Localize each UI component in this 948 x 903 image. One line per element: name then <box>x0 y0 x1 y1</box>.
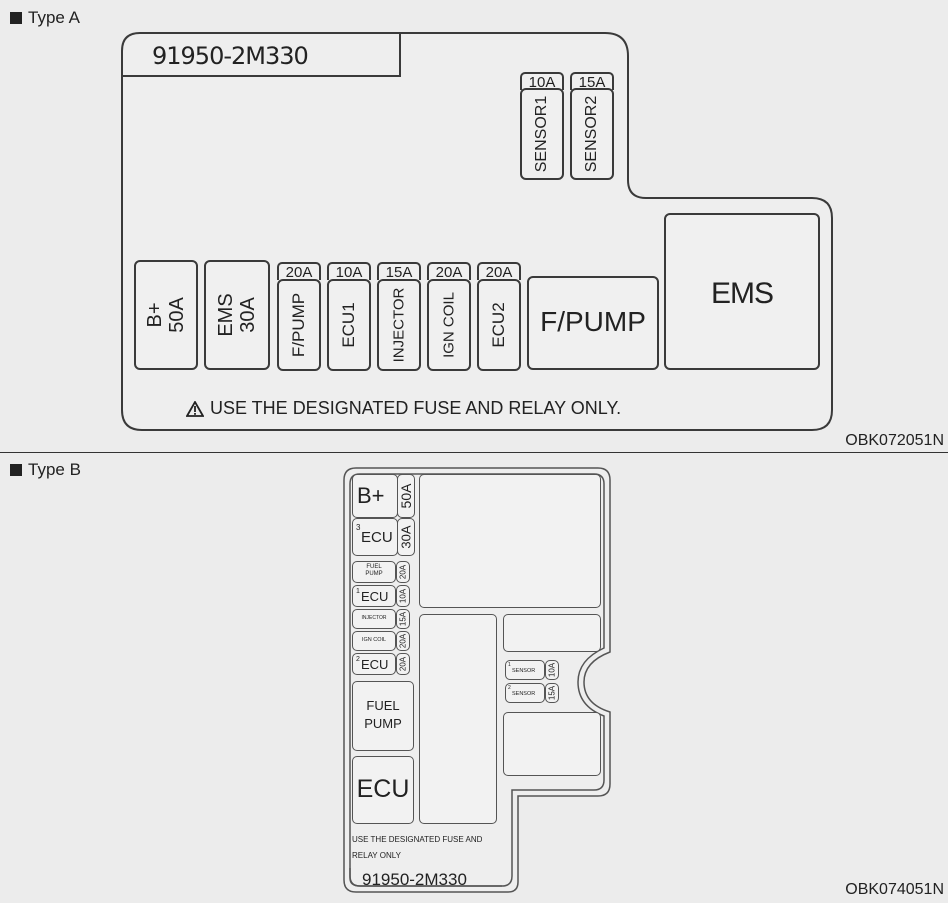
fpump-relay[interactable]: F/PUMP <box>527 276 659 370</box>
sensor1-name: SENSOR1 <box>533 95 550 173</box>
ecu2-fuse[interactable]: ECU2 <box>477 279 521 371</box>
type-b-figure-code: OBK074051N <box>845 881 944 898</box>
type-b-sensor2-sup: 2 <box>508 685 511 691</box>
type-b-ecu2-fuse[interactable]: 2 ECU <box>352 653 396 675</box>
type-b-ecu-relay[interactable]: ECU <box>352 756 414 824</box>
type-b-ecu1-fuse[interactable]: 1 ECU <box>352 585 396 607</box>
sensor2-amp: 15A <box>570 72 614 91</box>
type-b-injector-name: INJECTOR <box>361 615 387 621</box>
injector-amp: 15A <box>377 262 421 281</box>
ecu1-fuse[interactable]: ECU1 <box>327 279 371 371</box>
ecu2-amp: 20A <box>477 262 521 281</box>
ecu2-fuse-name: ECU2 <box>489 302 508 348</box>
type-b-fuelpump-relay-line2: PUMP <box>364 716 402 731</box>
type-b-ecu3-amp: 30A <box>398 525 414 549</box>
type-b-slot-lower-right[interactable] <box>503 712 601 776</box>
type-b-igncoil-name: IGN COIL <box>361 637 387 643</box>
type-b-igncoil-amp: 20A <box>398 633 408 649</box>
type-b-injector-amp-box: 15A <box>396 609 410 629</box>
type-b-part-number: 91950-2M330 <box>362 870 467 889</box>
type-b-bplus-amp: 50A <box>398 483 414 509</box>
injector-fuse[interactable]: INJECTOR <box>377 279 421 371</box>
sensor2-fuse[interactable]: SENSOR2 <box>570 88 614 180</box>
type-b-igncoil-fuse[interactable]: IGN COIL <box>352 631 396 651</box>
type-b-igncoil-amp-box: 20A <box>396 631 410 651</box>
b-plus-amp: 50A <box>166 297 188 333</box>
type-b-ecu3-name: ECU <box>361 529 393 546</box>
fpump-relay-name: F/PUMP <box>540 306 646 337</box>
type-a-part-number: 91950-2M330 <box>152 42 309 70</box>
type-b-label: Type B <box>28 460 81 479</box>
type-b-ecu2-amp-box: 20A <box>396 653 410 675</box>
type-b-relay-slot-large[interactable] <box>419 474 601 608</box>
type-b-injector-amp: 15A <box>398 611 408 627</box>
type-b-bplus-amp-box: 50A <box>397 474 415 518</box>
type-b-sensor1-amp: 10A <box>547 662 557 678</box>
sensor1-fuse[interactable]: SENSOR1 <box>520 88 564 180</box>
ems-relay[interactable]: EMS <box>664 213 820 370</box>
type-a-warning: USE THE DESIGNATED FUSE AND RELAY ONLY. <box>186 398 621 419</box>
type-b-ecu1-sup: 1 <box>356 588 360 595</box>
b-plus-fuse-label: B+ 50A <box>144 297 188 333</box>
type-b-sensor1-name: SENSOR <box>512 668 536 674</box>
fpump-amp: 20A <box>277 262 321 281</box>
ems-fuse-name: EMS <box>215 293 237 337</box>
type-a-label: Type A <box>28 8 80 27</box>
ign-coil-amp: 20A <box>427 262 471 281</box>
b-plus-fuse[interactable]: B+ 50A <box>134 260 198 370</box>
square-bullet-icon <box>10 12 22 24</box>
type-b-fuelpump-amp-box: 20A <box>396 561 410 583</box>
type-a-warning-text: USE THE DESIGNATED FUSE AND RELAY ONLY. <box>210 398 622 418</box>
type-b-ecu-relay-name: ECU <box>356 775 410 803</box>
type-a-header: Type A <box>10 8 80 28</box>
type-b-fuelpump-fuse[interactable]: FUEL PUMP <box>352 561 396 583</box>
ems-fuse-label: EMS 30A <box>215 293 259 336</box>
type-b-sensor1-sup: 1 <box>508 662 511 668</box>
injector-fuse-name: INJECTOR <box>390 287 408 363</box>
type-b-slot-upper-right[interactable] <box>503 614 601 652</box>
sensor1-amp: 10A <box>520 72 564 91</box>
type-b-fuelpump-name: FUEL PUMP <box>365 564 383 577</box>
ecu1-fuse-name: ECU1 <box>339 302 358 348</box>
type-b-warning-line1: USE THE DESIGNATED FUSE AND <box>352 835 483 844</box>
type-b-sensor1-amp-box: 10A <box>545 660 559 680</box>
type-b-ecu3-amp-box: 30A <box>397 518 415 556</box>
type-b-fuelpump-relay-line1: FUEL <box>366 698 400 713</box>
type-b-ecu3-fuse[interactable]: 3 ECU <box>352 518 398 556</box>
type-b-bplus-fuse[interactable]: B+ <box>352 474 398 518</box>
ems-fuse[interactable]: EMS 30A <box>204 260 270 370</box>
type-b-ecu2-amp: 20A <box>398 656 408 672</box>
type-b-ecu1-name: ECU <box>361 589 389 604</box>
type-b-ecu3-sup: 3 <box>356 523 361 532</box>
ems-fuse-amp: 30A <box>237 297 259 333</box>
type-b-ecu2-sup: 2 <box>356 656 360 663</box>
b-plus-name: B+ <box>144 302 166 328</box>
type-b-fuelpump-relay[interactable]: FUEL PUMP <box>352 681 414 751</box>
warning-triangle-icon <box>186 400 204 417</box>
fpump-fuse-name: F/PUMP <box>289 292 308 358</box>
type-b-relay-slot-tall[interactable] <box>419 614 497 824</box>
type-b-ecu1-amp: 10A <box>398 588 408 604</box>
ems-relay-name: EMS <box>710 277 774 310</box>
fpump-fuse[interactable]: F/PUMP <box>277 279 321 371</box>
type-b-sensor2-amp-box: 15A <box>545 683 559 703</box>
type-b-fuelpump-amp: 20A <box>398 564 408 580</box>
type-b-bplus-name: B+ <box>357 483 385 508</box>
type-b-warning-line2: RELAY ONLY <box>352 851 401 860</box>
type-b-sensor2-name: SENSOR <box>512 691 536 697</box>
sensor2-name: SENSOR2 <box>583 95 600 173</box>
type-b-ecu1-amp-box: 10A <box>396 585 410 607</box>
ign-coil-fuse-name: IGN COIL <box>440 292 458 358</box>
type-b-header: Type B <box>10 460 81 480</box>
type-a-figure-code: OBK072051N <box>845 432 944 449</box>
ecu1-amp: 10A <box>327 262 371 281</box>
section-divider <box>0 452 948 453</box>
square-bullet-icon <box>10 464 22 476</box>
type-b-sensor2-amp: 15A <box>547 685 557 701</box>
type-b-sensor1-fuse[interactable]: 1 SENSOR <box>505 660 545 680</box>
ign-coil-fuse[interactable]: IGN COIL <box>427 279 471 371</box>
type-b-injector-fuse[interactable]: INJECTOR <box>352 609 396 629</box>
type-b-sensor2-fuse[interactable]: 2 SENSOR <box>505 683 545 703</box>
type-b-ecu2-name: ECU <box>361 657 389 672</box>
